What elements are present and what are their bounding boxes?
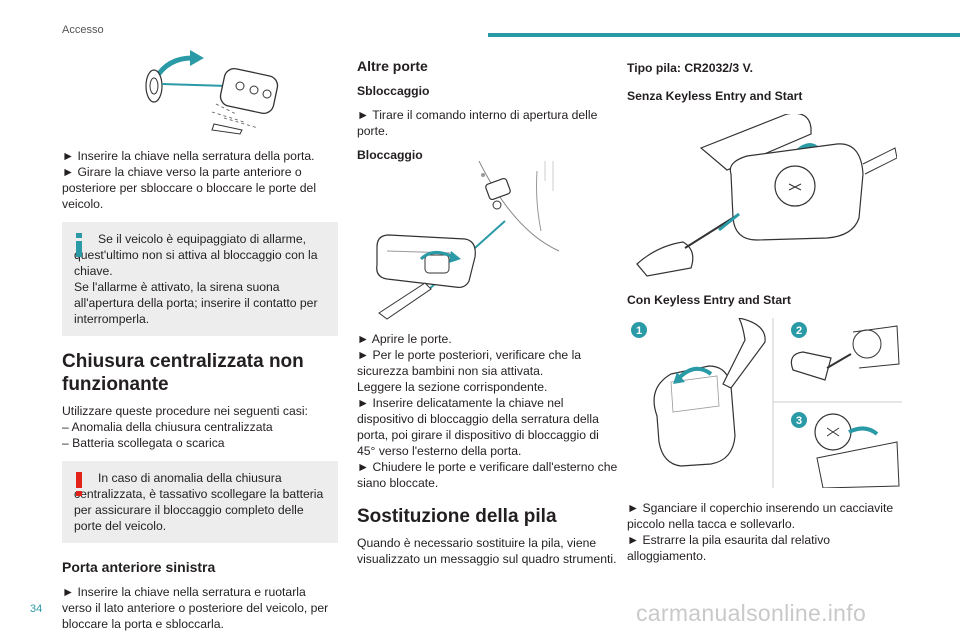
remote-cover-figure — [636, 114, 897, 277]
lock-step-open-doors: ► Aprire le porte. — [357, 332, 452, 346]
step-badge-2 — [791, 322, 807, 338]
case-battery: – Batteria scollegata o scarica — [62, 436, 225, 450]
instruction-turn-key: ► Girare la chiave verso la parte anteri… — [62, 165, 317, 211]
heading-with-keyless: Con Keyless Entry and Start — [627, 293, 791, 307]
heading-central-locking: Chiusura centralizzata non funzionante — [62, 351, 304, 395]
battery-type: Tipo pila: CR2032/3 V. — [627, 61, 753, 75]
key-turn-figure — [145, 50, 279, 135]
heading-unlocking: Sbloccaggio — [357, 84, 430, 98]
keyless-step-remove-cover: ► Sganciare il coperchio inserendo un ca… — [627, 501, 894, 531]
step-badge-3 — [791, 412, 807, 428]
child-lock-figure — [376, 161, 560, 320]
lock-step-child-safety: ► Per le porte posteriori, verificare ch… — [357, 348, 582, 378]
info-note: Se il veicolo è equipaggiato di allarme,… — [62, 222, 338, 336]
door-lock-illustration — [369, 161, 619, 323]
key-battery-illustration-without-keyless — [627, 114, 902, 280]
lock-step-close-check: ► Chiudere le porte e verificare dall'es… — [357, 460, 618, 490]
step-badge-2-label: 2 — [796, 325, 802, 337]
warning-icon — [76, 472, 82, 496]
info-icon — [76, 233, 82, 257]
info-note-line2: Se l'allarme è attivato, la sirena suona… — [74, 280, 318, 326]
section-title: Accesso — [62, 24, 104, 36]
lock-step-insert-key: ► Inserire delicatamente la chiave nel d… — [357, 396, 599, 458]
heading-other-doors: Altre porte — [357, 58, 428, 74]
watermark: carmanualsonline.info — [636, 600, 867, 626]
case-central-locking: – Anomalia della chiusura centralizzata — [62, 420, 273, 434]
central-intro: Utilizzare queste procedure nei seguenti… — [62, 404, 308, 418]
heading-battery-replacement: Sostituzione della pila — [357, 506, 557, 527]
key-in-lock-illustration — [132, 44, 338, 136]
keyless-step-remove-battery: ► Estrarre la pila esaurita dal relativo… — [627, 533, 831, 563]
step-badge-1-label: 1 — [636, 325, 642, 337]
instruction-insert-key: ► Inserire la chiave nella serratura del… — [62, 149, 315, 163]
warning-note-text: In caso di anomalia della chiusura centr… — [74, 471, 324, 533]
unlocking-text: ► Tirare il comando interno di apertura … — [357, 108, 598, 138]
step-badge-1 — [631, 322, 647, 338]
header-accent-bar — [488, 33, 960, 37]
turn-arrow-icon — [153, 55, 193, 80]
column-1: ► Inserire la chiave nella serratura del… — [62, 44, 338, 632]
heading-without-keyless: Senza Keyless Entry and Start — [627, 89, 803, 103]
heading-front-left-door: Porta anteriore sinistra — [62, 559, 216, 575]
front-left-door-text: ► Inserire la chiave nella serratura e r… — [62, 585, 329, 631]
heading-locking: Bloccaggio — [357, 148, 423, 162]
page-number: 34 — [30, 603, 43, 615]
key-battery-illustration-with-keyless: 1 2 3 — [627, 318, 902, 488]
step-badge-3-label: 3 — [796, 415, 802, 427]
keyless-battery-figure: 1 2 3 — [631, 318, 902, 488]
battery-replacement-text: Quando è necessario sostituire la pila, … — [357, 536, 617, 566]
warning-note: In caso di anomalia della chiusura centr… — [62, 461, 338, 543]
column-3: Tipo pila: CR2032/3 V. Senza Keyless Ent… — [627, 44, 902, 564]
column-2: Altre porte Sbloccaggio ► Tirare il coma… — [357, 44, 619, 567]
lock-step-read-section: Leggere la sezione corrispondente. — [357, 380, 548, 394]
info-note-line1: Se il veicolo è equipaggiato di allarme,… — [74, 232, 318, 278]
